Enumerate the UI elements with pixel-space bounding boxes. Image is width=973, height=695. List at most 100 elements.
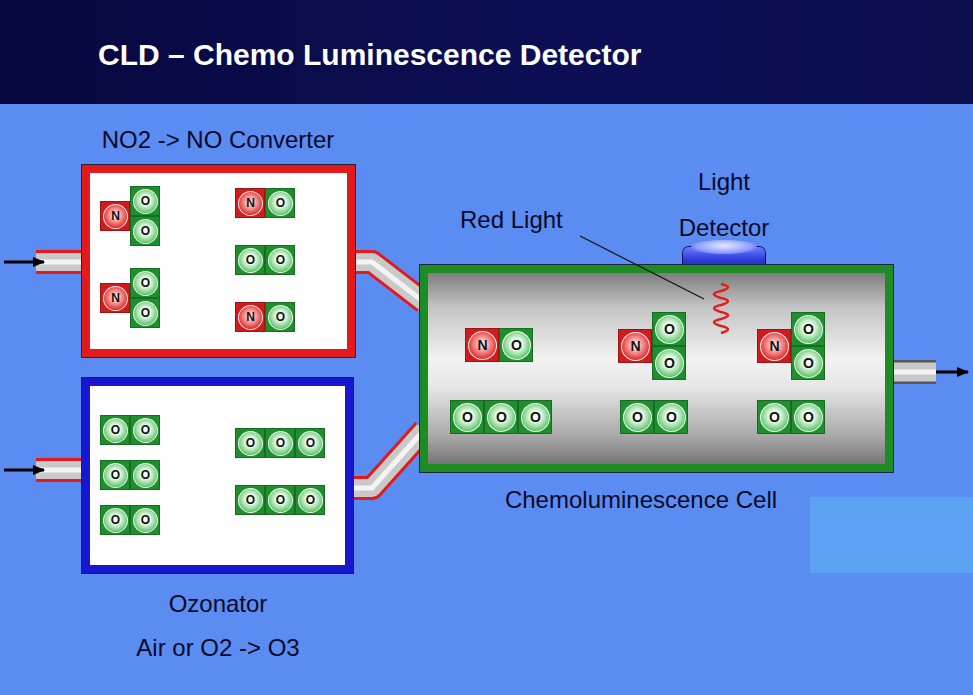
nitrogen-atom: N bbox=[100, 283, 130, 313]
molecule: OOO bbox=[235, 428, 325, 458]
oxygen-atom: O bbox=[652, 312, 686, 346]
chamber-label: Chemoluminescence Cell bbox=[451, 486, 831, 514]
pipe-layer bbox=[353, 262, 424, 302]
molecule: NOO bbox=[757, 312, 825, 380]
chamber-label: NO2 -> NO Converter bbox=[63, 126, 373, 154]
molecule: NO bbox=[235, 302, 295, 332]
chamber-box: OzonatorAir or O2 -> O3OOOOOOOOOOOO bbox=[82, 378, 353, 573]
oxygen-atom: O bbox=[518, 400, 552, 434]
atom-letter: O bbox=[453, 403, 482, 432]
atom-letter: N bbox=[103, 286, 128, 311]
nitrogen-atom: N bbox=[465, 328, 499, 362]
oxygen-atom: O bbox=[652, 346, 686, 380]
pipe-layer bbox=[351, 430, 424, 488]
gas-pipe bbox=[351, 430, 424, 488]
atom-letter: O bbox=[655, 349, 684, 378]
oxygen-atom: O bbox=[130, 216, 160, 246]
pipe-layer bbox=[351, 430, 424, 488]
molecule: OO bbox=[100, 505, 160, 535]
atom-letter: O bbox=[133, 189, 158, 214]
nitrogen-atom: N bbox=[100, 201, 130, 231]
atom-letter: O bbox=[268, 431, 293, 456]
atom-letter: O bbox=[238, 431, 263, 456]
oxygen-atom: O bbox=[654, 400, 688, 434]
callout-label: Red Light bbox=[460, 206, 563, 234]
detector-label: Light Detector bbox=[664, 159, 784, 251]
atom-letter: O bbox=[794, 349, 823, 378]
oxygen-atom: O bbox=[791, 346, 825, 380]
nitrogen-atom: N bbox=[618, 329, 652, 363]
molecule: NOO bbox=[100, 186, 160, 246]
oxygen-atom: O bbox=[130, 186, 160, 216]
atom-letter: O bbox=[268, 488, 293, 513]
oxygen-atom: O bbox=[130, 268, 160, 298]
light-panel bbox=[810, 497, 973, 573]
atom-letter: O bbox=[655, 315, 684, 344]
oxygen-atom: O bbox=[100, 415, 130, 445]
pipe-layer bbox=[351, 430, 424, 488]
molecule: OOO bbox=[235, 485, 325, 515]
oxygen-atom: O bbox=[235, 485, 265, 515]
red-light-coil bbox=[714, 284, 728, 333]
oxygen-atom: O bbox=[295, 428, 325, 458]
oxygen-atom: O bbox=[130, 460, 160, 490]
atom-letter: N bbox=[621, 332, 650, 361]
atom-letter: O bbox=[487, 403, 516, 432]
molecule: NO bbox=[465, 328, 533, 362]
nitrogen-atom: N bbox=[235, 302, 265, 332]
atom-letter: O bbox=[268, 248, 293, 273]
molecule: NO bbox=[235, 188, 295, 218]
atom-letter: O bbox=[238, 248, 263, 273]
oxygen-atom: O bbox=[757, 400, 791, 434]
atom-letter: O bbox=[268, 191, 293, 216]
oxygen-atom: O bbox=[235, 245, 265, 275]
atom-letter: N bbox=[468, 331, 497, 360]
oxygen-atom: O bbox=[484, 400, 518, 434]
oxygen-atom: O bbox=[130, 415, 160, 445]
molecule: OO bbox=[620, 400, 688, 434]
oxygen-atom: O bbox=[130, 505, 160, 535]
oxygen-atom: O bbox=[620, 400, 654, 434]
atom-letter: O bbox=[133, 508, 158, 533]
chamber-box: NO2 -> NO ConverterNOONOONOOONO bbox=[82, 165, 355, 357]
atom-letter: O bbox=[760, 403, 789, 432]
pipe-layer bbox=[353, 262, 424, 302]
chamber-label: Air or O2 -> O3 bbox=[63, 634, 373, 662]
inlet-arrow bbox=[4, 261, 44, 264]
atom-letter: O bbox=[657, 403, 686, 432]
atom-letter: O bbox=[103, 508, 128, 533]
atom-letter: N bbox=[238, 305, 263, 330]
pipe-layer bbox=[353, 262, 424, 302]
oxygen-atom: O bbox=[450, 400, 484, 434]
oxygen-atom: O bbox=[100, 460, 130, 490]
chamber-box: Chemoluminescence CellNOOOONOOOONOOOO bbox=[420, 265, 893, 472]
molecule: OOO bbox=[450, 400, 552, 434]
atom-letter: O bbox=[794, 403, 823, 432]
oxygen-atom: O bbox=[265, 485, 295, 515]
atom-letter: N bbox=[238, 191, 263, 216]
oxygen-atom: O bbox=[130, 298, 160, 328]
molecule: NOO bbox=[618, 312, 686, 380]
oxygen-atom: O bbox=[791, 400, 825, 434]
atom-letter: O bbox=[103, 418, 128, 443]
nitrogen-atom: N bbox=[235, 188, 265, 218]
nitrogen-atom: N bbox=[757, 329, 791, 363]
oxygen-atom: O bbox=[100, 505, 130, 535]
molecule: OO bbox=[100, 415, 160, 445]
atom-letter: O bbox=[268, 305, 293, 330]
atom-letter: O bbox=[298, 431, 323, 456]
atom-letter: N bbox=[103, 204, 128, 229]
outlet-arrow bbox=[936, 371, 968, 374]
atom-letter: O bbox=[133, 219, 158, 244]
molecule: NOO bbox=[100, 268, 160, 328]
gas-pipe bbox=[353, 262, 424, 302]
title: CLD – Chemo Luminescence Detector bbox=[98, 37, 641, 73]
oxygen-atom: O bbox=[265, 188, 295, 218]
oxygen-atom: O bbox=[265, 428, 295, 458]
atom-letter: N bbox=[760, 332, 789, 361]
atom-letter: O bbox=[794, 315, 823, 344]
molecule: OO bbox=[100, 460, 160, 490]
leader-line bbox=[580, 236, 704, 299]
chamber-label: Ozonator bbox=[63, 590, 373, 618]
